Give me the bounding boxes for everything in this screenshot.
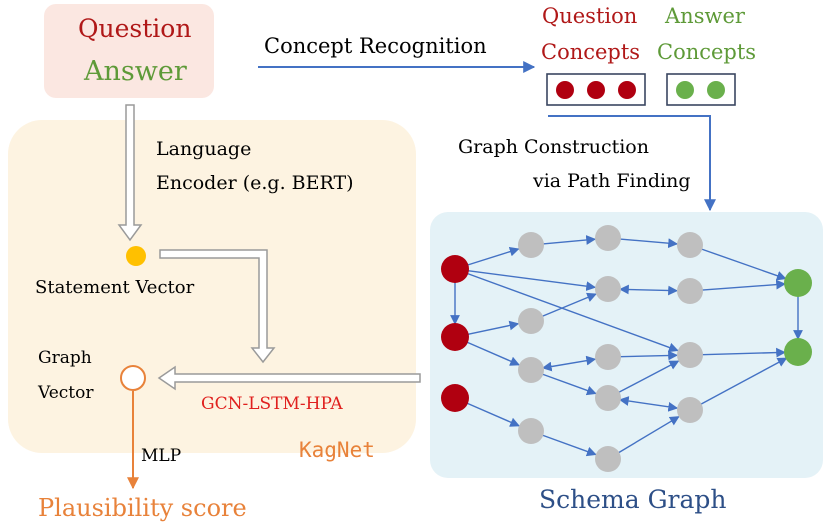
answer-concepts-line1: Answer (665, 4, 745, 28)
statement-vector-label: Statement Vector (35, 277, 195, 298)
kagnet-panel (8, 120, 416, 453)
plausibility-label: Plausibility score (38, 494, 247, 522)
answer-concept-node (676, 81, 694, 99)
schema-graph-edge (466, 272, 679, 353)
question-concept-node (618, 81, 636, 99)
schema-graph-edge (701, 248, 787, 281)
intermediate-graph-node (595, 225, 621, 251)
schema-graph-edge (542, 434, 597, 457)
schema-graph-edge (700, 357, 788, 405)
schema-graph-edge (542, 373, 597, 396)
graph-construction-line2: via Path Finding (533, 170, 691, 192)
schema-graph-edge (465, 402, 520, 427)
intermediate-graph-node (518, 357, 544, 383)
schema-graph-edge (541, 355, 597, 372)
intermediate-graph-node (677, 342, 703, 368)
schema-graph-nodes (441, 225, 812, 472)
graph-vector-node (120, 365, 146, 391)
gcn-label: GCN-LSTM-HPA (201, 394, 343, 414)
intermediate-graph-node (595, 385, 621, 411)
input-box (44, 4, 214, 98)
intermediate-graph-node (595, 276, 621, 302)
schema-graph-edge (466, 320, 520, 336)
encoder-hollow-arrow (117, 104, 143, 242)
question-concepts-line1: Question (542, 4, 638, 28)
schema-graph-edge (618, 360, 680, 394)
statement-to-graph-hollow-arrow (159, 249, 276, 364)
kagnet-label: KagNet (299, 438, 375, 462)
intermediate-graph-node (518, 308, 544, 334)
question-concepts-line2: Concepts (541, 40, 641, 64)
concept-recognition-label: Concept Recognition (264, 34, 487, 58)
schema-graph-edges (450, 235, 803, 457)
schema-graph-edge (541, 292, 597, 318)
question-concept-graph-node (441, 384, 469, 412)
language-encoder-line1: Language (156, 138, 252, 160)
schema-graph-label: Schema Graph (539, 485, 727, 514)
schema-graph-edge (618, 396, 679, 412)
intermediate-graph-node (677, 397, 703, 423)
graph-vector-line1: Graph (38, 348, 92, 368)
schema-graph-edge (619, 238, 679, 249)
gcn-hollow-arrow (157, 365, 421, 391)
schema-graph-edge (465, 341, 520, 366)
graph-construction-line1: Graph Construction (458, 136, 649, 158)
language-encoder-line2: Encoder (e.g. BERT) (156, 172, 354, 194)
schema-graph-edge (619, 350, 678, 361)
schema-graph-edge (701, 279, 787, 291)
question-concept-graph-node (441, 255, 469, 283)
intermediate-graph-node (595, 446, 621, 472)
question-concept-node (556, 81, 574, 99)
statement-vector-node (126, 246, 146, 266)
question-concept-graph-node (441, 323, 469, 351)
schema-graph-edge (617, 416, 680, 454)
schema-graph-panel (430, 212, 823, 478)
answer-concept-graph-node (784, 269, 812, 297)
mlp-label: MLP (141, 446, 182, 466)
answer-concept-node (707, 81, 725, 99)
intermediate-graph-node (595, 344, 621, 370)
question-concept-node (587, 81, 605, 99)
intermediate-graph-node (518, 418, 544, 444)
intermediate-graph-node (677, 232, 703, 258)
graph-construction-connector (548, 115, 716, 212)
intermediate-graph-node (518, 232, 544, 258)
schema-graph-edge (466, 246, 520, 267)
schema-graph-edge (619, 284, 678, 296)
intermediate-graph-node (677, 278, 703, 304)
schema-graph-edge (701, 347, 786, 358)
answer-label: Answer (84, 56, 187, 87)
schema-graph-edge (542, 235, 597, 245)
graph-vector-line2: Vector (38, 383, 94, 403)
schema-graph-edge (466, 269, 597, 292)
answer-concept-graph-node (784, 338, 812, 366)
answer-concepts-line2: Concepts (657, 40, 757, 64)
question-label: Question (78, 14, 192, 43)
